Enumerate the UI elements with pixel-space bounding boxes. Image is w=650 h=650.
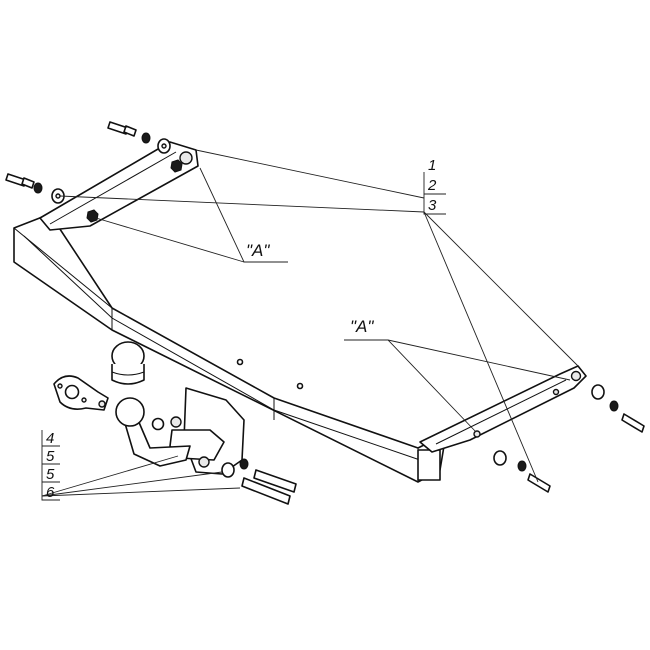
callout-3: 3	[428, 197, 437, 214]
bracket-hole	[179, 151, 193, 165]
callout-5b: 5	[46, 466, 55, 483]
bolt-5	[241, 477, 291, 505]
view-label-left: "A"	[246, 241, 270, 260]
lock-washer	[609, 400, 619, 412]
beam-end-section	[417, 449, 441, 481]
view-label-right: "A"	[350, 317, 374, 336]
right-mounting-bracket	[419, 365, 587, 453]
ball-cap	[111, 341, 145, 385]
leader-lines	[41, 149, 579, 501]
callout-5a: 5	[46, 448, 55, 465]
bolt-4	[527, 473, 551, 493]
bolt-set-bottom-left	[221, 458, 297, 505]
lock-washer	[239, 458, 249, 470]
flat-washer	[591, 384, 605, 400]
socket-plate	[53, 375, 109, 411]
lock-washer	[141, 132, 151, 144]
bolt-1	[107, 121, 129, 135]
lock-washer	[33, 182, 43, 194]
callout-6: 6	[46, 484, 55, 501]
bolt-2	[5, 173, 27, 187]
callout-2: 2	[427, 177, 437, 194]
ball-mount-body	[115, 387, 245, 475]
callout-4: 4	[46, 430, 54, 447]
left-mounting-bracket	[39, 141, 199, 231]
nut	[86, 209, 99, 223]
bracket-hole	[570, 370, 582, 382]
nut	[170, 159, 183, 173]
bolt-6	[253, 469, 297, 493]
callout-1: 1	[428, 157, 436, 174]
bolt-3	[621, 413, 645, 433]
bracket-hole	[473, 430, 481, 438]
tow-ball	[115, 397, 145, 427]
flat-washer	[221, 462, 235, 478]
lock-washer	[517, 460, 527, 472]
bolt-set-right	[493, 384, 645, 493]
flat-washer	[493, 450, 507, 466]
